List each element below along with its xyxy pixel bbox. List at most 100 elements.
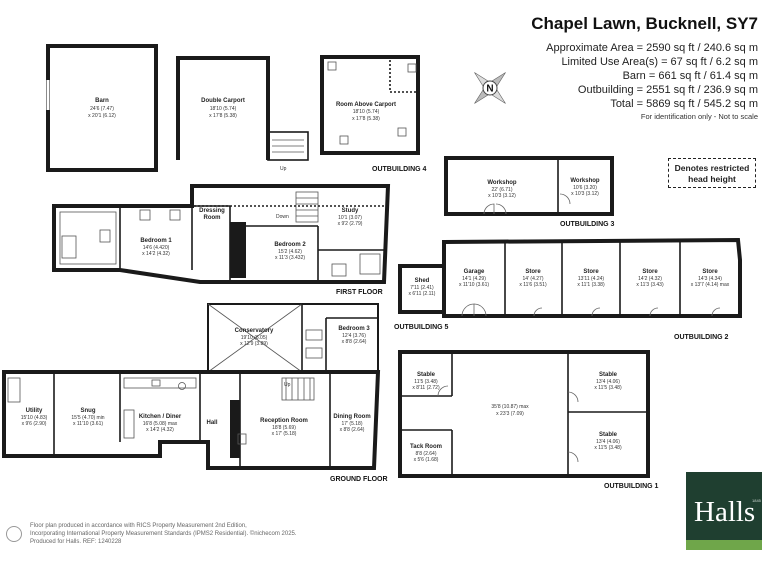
utility-name: Utility — [26, 408, 43, 414]
garage-dim-1: 14'1 (4.29) — [462, 276, 486, 282]
above-carport-name: Room Above Carport — [336, 102, 396, 108]
restricted-height-legend: Denotes restricted head height — [668, 158, 756, 188]
carport-stair-up: Up — [280, 166, 287, 172]
restricted-legend-line-1: Denotes restricted — [674, 163, 750, 173]
room-above-carport-plan: Room Above Carport 18'10 (5.74) x 17'8 (… — [320, 55, 427, 173]
stable-3-dim-1: 13'4 (4.06) — [596, 439, 620, 445]
store-4-name: Store — [702, 269, 718, 275]
workshop-2-name: Workshop — [570, 178, 600, 184]
compass-north-label: N — [486, 84, 493, 95]
bedroom-1-name: Bedroom 1 — [140, 238, 172, 244]
above-carport-dim-1: 18'10 (5.74) — [353, 109, 380, 115]
outbuilding-4-label: OUTBUILDING 4 — [372, 166, 427, 173]
store-1-name: Store — [525, 269, 541, 275]
restricted-legend-line-2: head height — [688, 174, 736, 184]
ground-floor-stair-up: Up — [284, 382, 291, 388]
snug-name: Snug — [81, 408, 96, 414]
ground-floor-label: GROUND FLOOR — [330, 476, 388, 483]
shed-name: Shed — [415, 278, 430, 284]
out1-main-dim-2: x 23'3 (7.09) — [496, 411, 524, 417]
study-name: Study — [342, 208, 359, 214]
workshop-1-name: Workshop — [487, 180, 517, 186]
halls-logo: Halls 1845 — [686, 472, 762, 550]
store-3-dim-2: x 11'3 (3.43) — [636, 282, 664, 288]
tack-dim-2: x 5'6 (1.68) — [414, 457, 439, 463]
conservatory-name: Conservatory — [235, 328, 274, 334]
garage-name: Garage — [464, 269, 485, 275]
carport-name: Double Carport — [201, 98, 245, 104]
area-barn: Barn = 661 sq ft / 61.4 sq m — [622, 70, 758, 82]
dining-dim-2: x 8'8 (2.64) — [340, 427, 365, 433]
ground-floor-plan: Conservatory 19'10 (6.05) x 12'9 (3.89) … — [2, 303, 388, 483]
stable-1-dim-1: 11'5 (3.48) — [414, 379, 438, 385]
store-3-dim-1: 14'2 (4.32) — [638, 276, 662, 282]
shed-dim-2: x 6'11 (2.11) — [409, 291, 436, 297]
outbuilding-5-label: OUTBUILDING 5 — [394, 324, 449, 331]
bedroom-2-dim-1: 15'2 (4.62) — [278, 249, 302, 255]
footer-line-2: Incorporating International Property Mea… — [30, 531, 297, 537]
stable-3-name: Stable — [599, 432, 618, 438]
store-2-name: Store — [583, 269, 599, 275]
dining-dim-1: 17' (5.18) — [342, 421, 363, 427]
bedroom-3-name: Bedroom 3 — [338, 326, 370, 332]
store-2-dim-1: 13'11 (4.24) — [578, 276, 604, 282]
footer-notes: Floor plan produced in accordance with R… — [30, 522, 297, 546]
workshop-2-dim-1: 10'6 (3.20) — [573, 185, 597, 191]
bedroom-3-dim-2: x 8'8 (2.64) — [342, 339, 367, 345]
store-3-name: Store — [642, 269, 658, 275]
carport-dim-2: x 17'8 (5.38) — [209, 113, 237, 119]
store-4-dim-1: 14'3 (4.34) — [698, 276, 722, 282]
dressing-name-1: Dressing — [199, 208, 225, 214]
workshop-plan: Workshop 22' (6.71) x 10'3 (3.12) Worksh… — [444, 156, 615, 228]
store-2-dim-2: x 11'1 (3.38) — [577, 282, 605, 288]
tack-dim-1: 8'8 (2.64) — [416, 451, 437, 457]
outbuilding-1-label: OUTBUILDING 1 — [604, 483, 659, 490]
stable-2-dim-1: 13'4 (4.06) — [596, 379, 620, 385]
above-carport-dim-2: x 17'8 (5.38) — [352, 116, 380, 122]
study-dim-1: 10'1 (3.07) — [338, 215, 362, 221]
page-title: Chapel Lawn, Bucknell, SY7 — [531, 14, 758, 33]
snug-dim-2: x 11'10 (3.61) — [73, 421, 103, 427]
brand-name: Halls — [694, 496, 756, 528]
first-floor-stair-down: Down — [276, 214, 289, 220]
bedroom-1-dim-1: 14'6 (4.420) — [143, 245, 170, 251]
workshop-2-dim-2: x 10'3 (3.12) — [571, 191, 599, 197]
bedroom-2-name: Bedroom 2 — [274, 242, 306, 248]
shed-dim-1: 7'11 (2.41) — [410, 285, 434, 291]
area-total: Total = 5869 sq ft / 545.2 sq m — [610, 98, 758, 110]
footer-line-3: Produced for Halls. REF: 1240228 — [30, 539, 122, 545]
barn-dim-2: x 20'1 (6.12) — [88, 113, 116, 119]
brand-year: 1845 — [752, 498, 761, 503]
compass-icon: N — [474, 72, 506, 104]
rics-logo-icon — [6, 526, 22, 542]
kitchen-dim-1: 16'8 (5.08) max — [143, 421, 178, 427]
dining-name: Dining Room — [333, 414, 370, 420]
outbuilding-3-label: OUTBUILDING 3 — [560, 221, 615, 228]
first-floor-label: FIRST FLOOR — [336, 289, 383, 296]
tack-name: Tack Room — [410, 444, 442, 450]
store-4-dim-2: x 13'7 (4.14) max — [691, 282, 730, 288]
outbuilding-2-label: OUTBUILDING 2 — [674, 334, 729, 341]
reception-dim-2: x 17' (5.18) — [272, 431, 297, 437]
area-approximate: Approximate Area = 2590 sq ft / 240.6 sq… — [546, 42, 758, 54]
outbuilding-2-plan: Shed 7'11 (2.41) x 6'11 (2.11) OUTBUILDI… — [394, 237, 742, 341]
stable-1-dim-2: x 8'11 (2.72) — [412, 385, 440, 391]
barn-name: Barn — [95, 98, 109, 104]
kitchen-name: Kitchen / Diner — [139, 414, 182, 420]
footer-line-1: Floor plan produced in accordance with R… — [30, 523, 247, 529]
brand-accent-bar — [686, 540, 762, 550]
utility-dim-2: x 9'6 (2.90) — [22, 421, 47, 427]
area-outbuilding: Outbuilding = 2551 sq ft / 236.9 sq m — [577, 84, 758, 96]
stable-2-name: Stable — [599, 372, 618, 378]
bedroom-2-dim-2: x 11'3 (3.432) — [275, 255, 305, 261]
conservatory-dim-1: 19'10 (6.05) — [241, 335, 268, 341]
study-dim-2: x 9'2 (2.79) — [338, 221, 363, 227]
snug-dim-1: 15'5 (4.70) min — [71, 415, 104, 421]
conservatory-dim-2: x 12'9 (3.89) — [240, 341, 268, 347]
reception-name: Reception Room — [260, 418, 308, 424]
reception-dim-1: 18'8 (5.69) — [272, 425, 296, 431]
carport-plan: Double Carport 18'10 (5.74) x 17'8 (5.38… — [176, 56, 309, 172]
out1-main-dim-1: 35'8 (10.87) max — [491, 404, 529, 410]
barn-dim-1: 24'6 (7.47) — [90, 106, 114, 112]
utility-dim-1: 15'10 (4.83) — [21, 415, 48, 421]
